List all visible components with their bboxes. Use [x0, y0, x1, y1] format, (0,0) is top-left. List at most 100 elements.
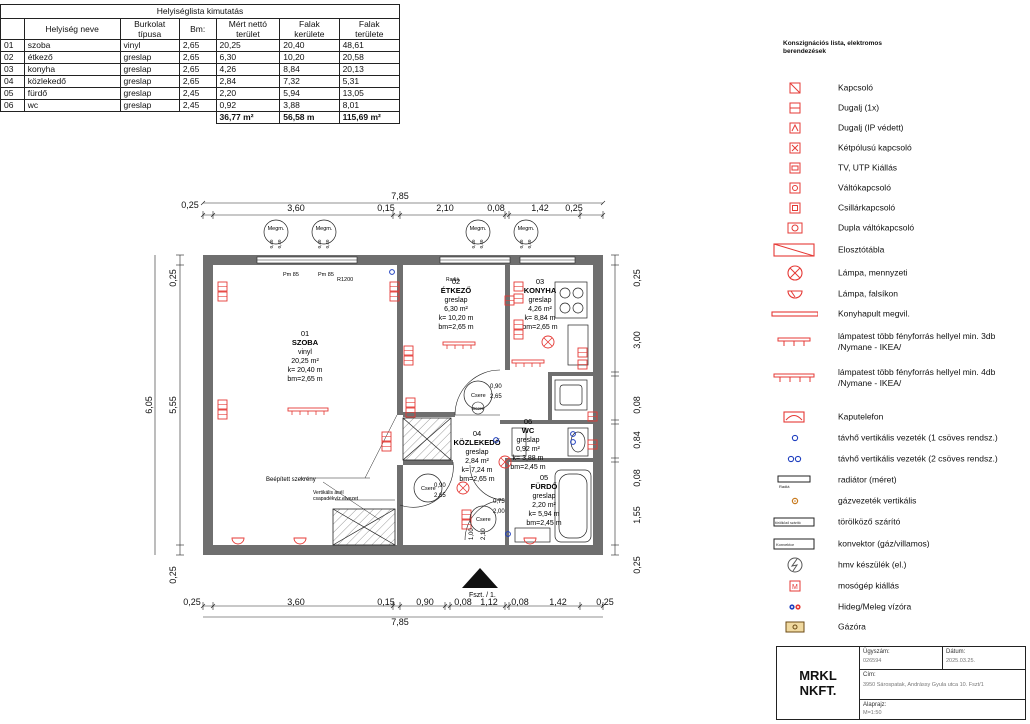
date-value: 2025.03.25. [946, 658, 976, 664]
ceiling-lamp-icon [456, 481, 470, 495]
svg-text:M: M [792, 584, 798, 591]
room-01-name: SZOBA [292, 338, 319, 347]
dim-right: 0,25 [632, 556, 642, 574]
room-05-name: FÜRDŐ [531, 482, 558, 491]
legend-item-label: Dugalj (1x) [838, 102, 880, 113]
plan-label: Alaprajz: [863, 702, 887, 708]
legend-item: Váltókapcsoló [770, 178, 1025, 198]
legend-item-label: Lámpa, mennyzeti [838, 267, 908, 278]
room-02-k: k= 10,20 m [439, 315, 474, 322]
legend-item: Csillárkapcsoló [770, 198, 1025, 218]
legend-item: Lámpa, falsíkon [770, 284, 1025, 304]
dim-top: 0,08 [487, 203, 505, 213]
dim-right: 1,55 [632, 506, 642, 524]
kitchen-fixtures [554, 281, 589, 411]
legend-item-label: lámpatest több fényforrás hellyel min. 4… [838, 367, 996, 388]
legend-item-label: lámpatest több fényforrás hellyel min. 3… [838, 331, 996, 352]
legend-item-label: Hideg/Meleg vízóra [838, 601, 912, 612]
dim-bottom: 3,60 [287, 597, 305, 607]
washer-icon: M [770, 576, 818, 596]
door-size-d: 1,00 [469, 528, 475, 540]
dim-left: 0,25 [168, 566, 178, 584]
dim-top-total: 7,85 [391, 191, 409, 201]
address-value: 3950 Sárospatak, Andrássy Gyula utca 10.… [863, 682, 984, 688]
legend-item-label: távhő vertikális vezeték (1 csöves rends… [838, 432, 998, 443]
room-01-no: 01 [301, 329, 309, 338]
dim-right: 0,08 [632, 469, 642, 487]
legend-item: Hideg/Meleg vízóra [770, 597, 1025, 617]
legend-item: Dupla váltókapcsoló [770, 218, 1025, 238]
legend-item-label: törölköző szárító [838, 516, 901, 527]
socket-icon [770, 98, 818, 118]
electrical-symbols [217, 269, 598, 545]
legend-item-label: Lámpa, falsíkon [838, 288, 899, 299]
room-01-bm: bm=2,65 m [287, 376, 322, 383]
dim-top: 3,60 [287, 203, 305, 213]
legend-item-label: Konyhapult megvil. [838, 308, 910, 319]
legend-item-label: Gázóra [838, 621, 866, 632]
legend-item-label: távhő vertikális vezeték (2 csöves rends… [838, 453, 998, 464]
room-06-k: k= 3,88 m [513, 455, 544, 462]
legend-item: Dugalj (1x) [770, 98, 1025, 118]
door-tag-2: Csere [421, 486, 436, 492]
radiator-icon: Radiá [770, 470, 818, 490]
wall-lamp-icon [293, 537, 307, 545]
chandelier-switch-icon [770, 198, 818, 218]
legend-item: Kétpólusú kapcsoló [770, 138, 1025, 158]
lamp-3-icon [770, 332, 818, 352]
plan-value: M=1:50 [863, 710, 882, 716]
dim-right: 0,08 [632, 396, 642, 414]
dim-top: 0,25 [565, 203, 583, 213]
legend-item-label: Váltókapcsoló [838, 182, 891, 193]
legend-item: Konyhapult megvil. [770, 304, 1025, 324]
door-tag-4: Csere [472, 406, 485, 411]
room-02-cover: greslap [445, 297, 468, 304]
legend-item: távhő vertikális vezeték (2 csöves rends… [770, 449, 1025, 469]
room-05-cover: greslap [533, 493, 556, 500]
wall-lamp-icon [523, 537, 537, 545]
dim-left: 6,05 [144, 396, 154, 414]
legend-item: lámpatest több fényforrás hellyel min. 4… [770, 367, 1025, 388]
window-dim-b: 0,40 [479, 239, 484, 248]
lamp-bar-icon [511, 359, 545, 364]
ceiling-lamp-icon [498, 455, 512, 469]
legend-item: hmv készülék (el.) [770, 555, 1025, 575]
room-04-no: 04 [473, 429, 481, 438]
doors [399, 369, 506, 541]
legend-item: TV, UTP Kiállás [770, 158, 1025, 178]
svg-text:Konvektor: Konvektor [776, 542, 795, 547]
water-meter-icon [770, 597, 818, 617]
legend-item: Dugalj (IP védett) [770, 118, 1025, 138]
svg-text:Radiá: Radiá [779, 484, 790, 489]
ceiling-lamp-icon [770, 263, 818, 283]
window-tag-circle [513, 219, 539, 245]
lamp-bar-icon [287, 407, 329, 412]
door-size-a: 0,90 [490, 384, 502, 390]
legend-item-label: TV, UTP Kiállás [838, 162, 898, 173]
legend-item: Gázóra [770, 617, 1025, 637]
room-03-cover: greslap [529, 297, 552, 304]
legend-item: lámpatest több fényforrás hellyel min. 3… [770, 331, 1025, 352]
door-size-c2: 2,00 [493, 509, 505, 515]
bipolar-switch-icon [770, 138, 818, 158]
dim-bottom: 1,12 [480, 597, 498, 607]
dim-left: 5,55 [168, 396, 178, 414]
dim-bottom: 0,25 [596, 597, 614, 607]
window-tag-circle [311, 219, 337, 245]
dimension-lines [154, 200, 619, 618]
window-dim-a: 0,40 [269, 239, 274, 248]
window-tag-text: Megm. [470, 226, 487, 232]
dim-top: 2,10 [436, 203, 454, 213]
distribution-board-icon [770, 240, 818, 260]
dim-left: 0,25 [168, 269, 178, 287]
room-05-k: k= 5,94 m [529, 511, 560, 518]
window-tag-text: Megm. [316, 226, 333, 232]
